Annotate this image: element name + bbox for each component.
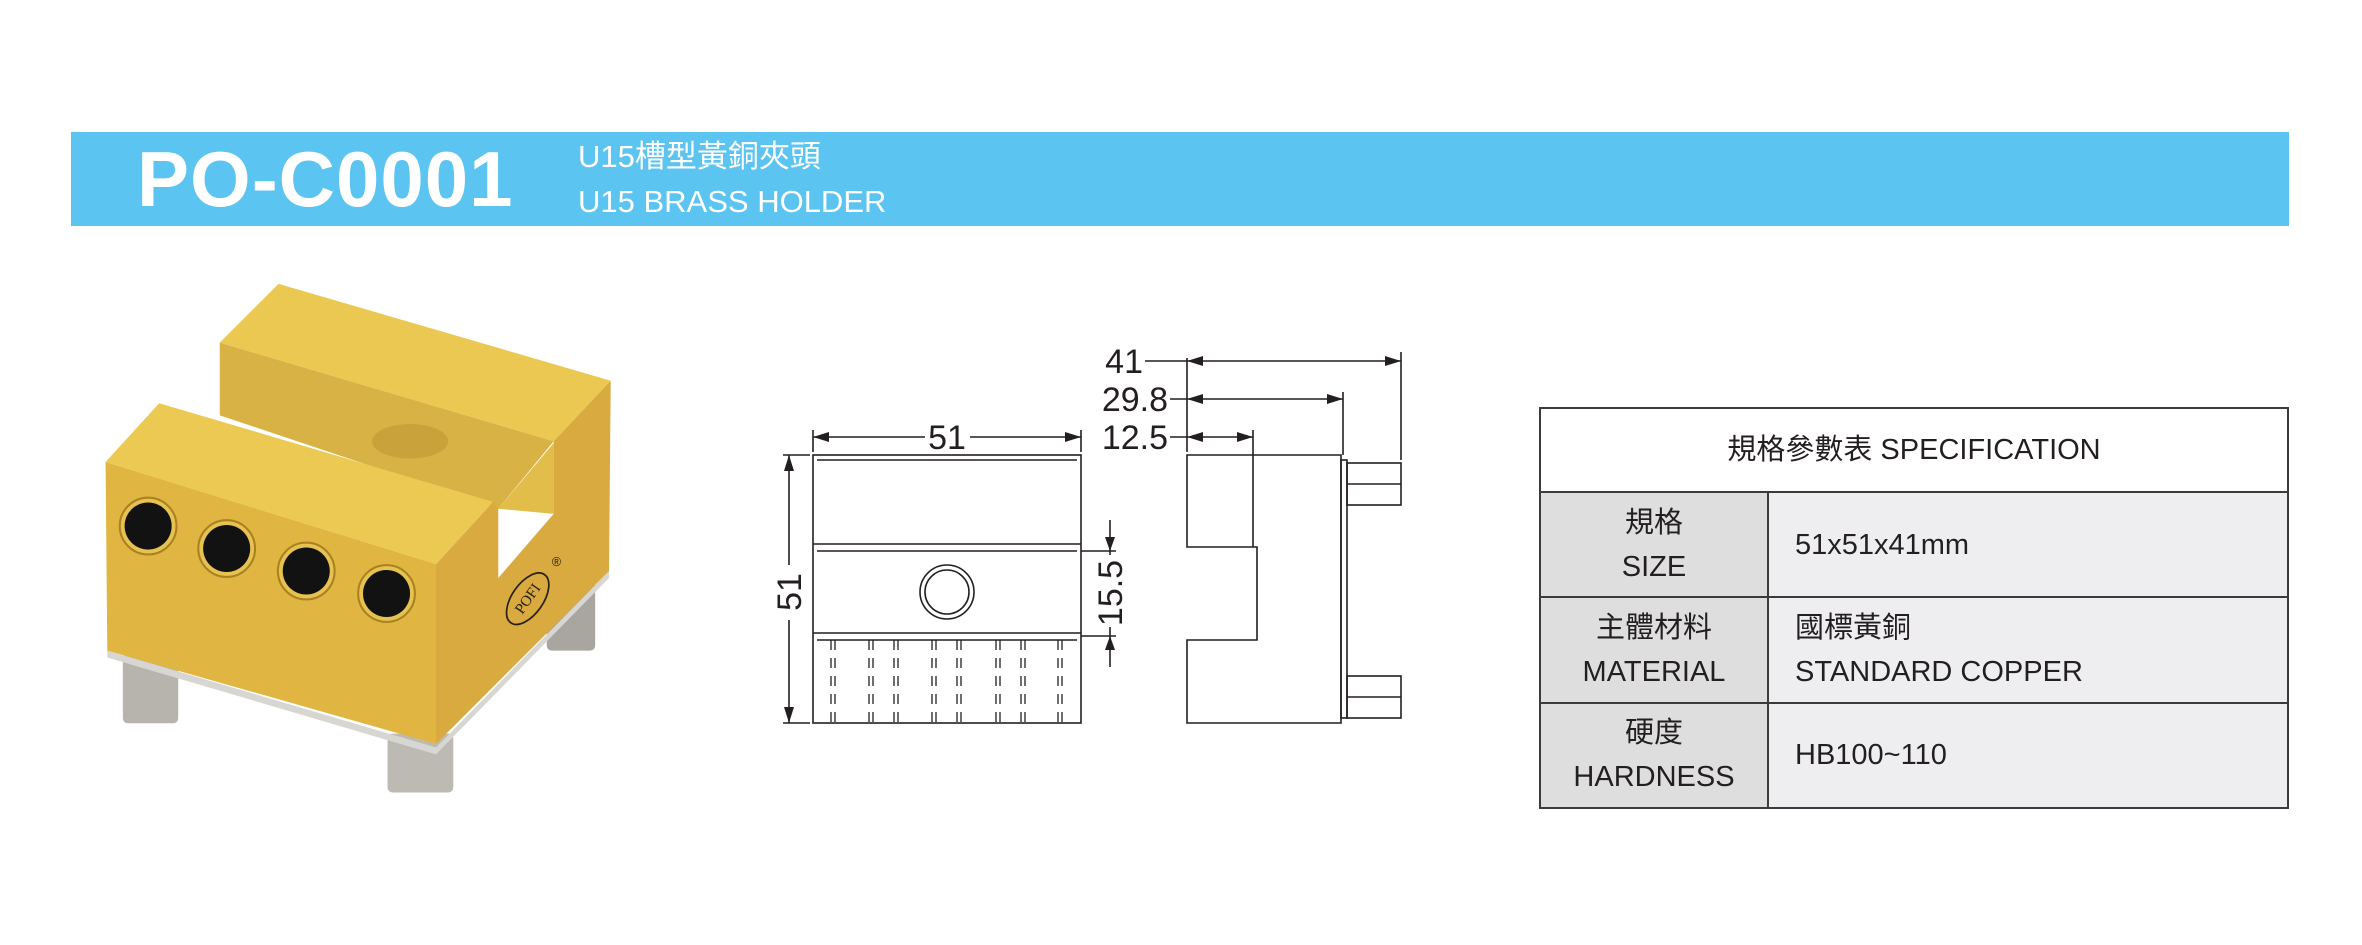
dimension-arrows [784, 432, 1115, 723]
product-name-en: U15 BRASS HOLDER [578, 184, 887, 219]
table-header-row: 規格參數表 SPECIFICATION [1539, 407, 2289, 493]
label-zh: 硬度 [1624, 717, 1683, 750]
slot-wall [219, 342, 554, 509]
value-en: STANDARD COPPER [1795, 655, 2083, 688]
side-view-drawing [1145, 352, 1402, 724]
dim-slot-height: 15.5 [1092, 560, 1130, 626]
title-bar [71, 132, 2289, 226]
value-zh: 國標黃銅 [1795, 611, 1912, 644]
product-code: PO-C0001 [137, 135, 514, 223]
top-hole [371, 423, 449, 459]
label-en: MATERIAL [1582, 655, 1726, 688]
table-row: 主體材料 MATERIAL 國標黃銅 STANDARD COPPER [1539, 596, 2289, 704]
row-value: 國標黃銅 STANDARD COPPER [1767, 596, 2289, 704]
row-label: 主體材料 MATERIAL [1539, 596, 1769, 704]
row-label: 規格 SIZE [1539, 490, 1769, 599]
right-face [436, 380, 611, 745]
row-value: HB100~110 [1767, 701, 2289, 810]
row-value: 51x51x41mm [1767, 490, 2289, 599]
product-name-zh: U15槽型黃銅夾頭 [578, 139, 821, 174]
front-block-top [105, 403, 494, 565]
screws [118, 496, 416, 623]
product-photo: POFI ® [105, 283, 611, 793]
table-row: 規格 SIZE 51x51x41mm [1539, 490, 2289, 599]
front-view-drawing [783, 430, 1116, 724]
row-label: 硬度 HARDNESS [1539, 701, 1769, 810]
front-face [105, 462, 437, 745]
dim-depth-body: 29.8 [1102, 381, 1168, 419]
specification-table: 規格參數表 SPECIFICATION 規格 SIZE 51x51x41mm 主體… [1539, 407, 2289, 810]
label-en: HARDNESS [1573, 761, 1735, 794]
dim-depth-total: 41 [1105, 343, 1143, 381]
side-dimension-arrows [1187, 356, 1401, 442]
table-title: 規格參數表 SPECIFICATION [1539, 407, 2289, 493]
registered-mark: ® [552, 555, 561, 569]
table-row: 硬度 HARDNESS HB100~110 [1539, 701, 2289, 810]
dim-front-height: 51 [771, 573, 809, 611]
dim-depth-slot: 12.5 [1102, 419, 1168, 457]
label-zh: 主體材料 [1595, 611, 1712, 644]
label-zh: 規格 [1624, 506, 1683, 539]
label-en: SIZE [1621, 550, 1687, 583]
upright-top-face [219, 283, 611, 442]
dim-front-width: 51 [928, 419, 966, 457]
